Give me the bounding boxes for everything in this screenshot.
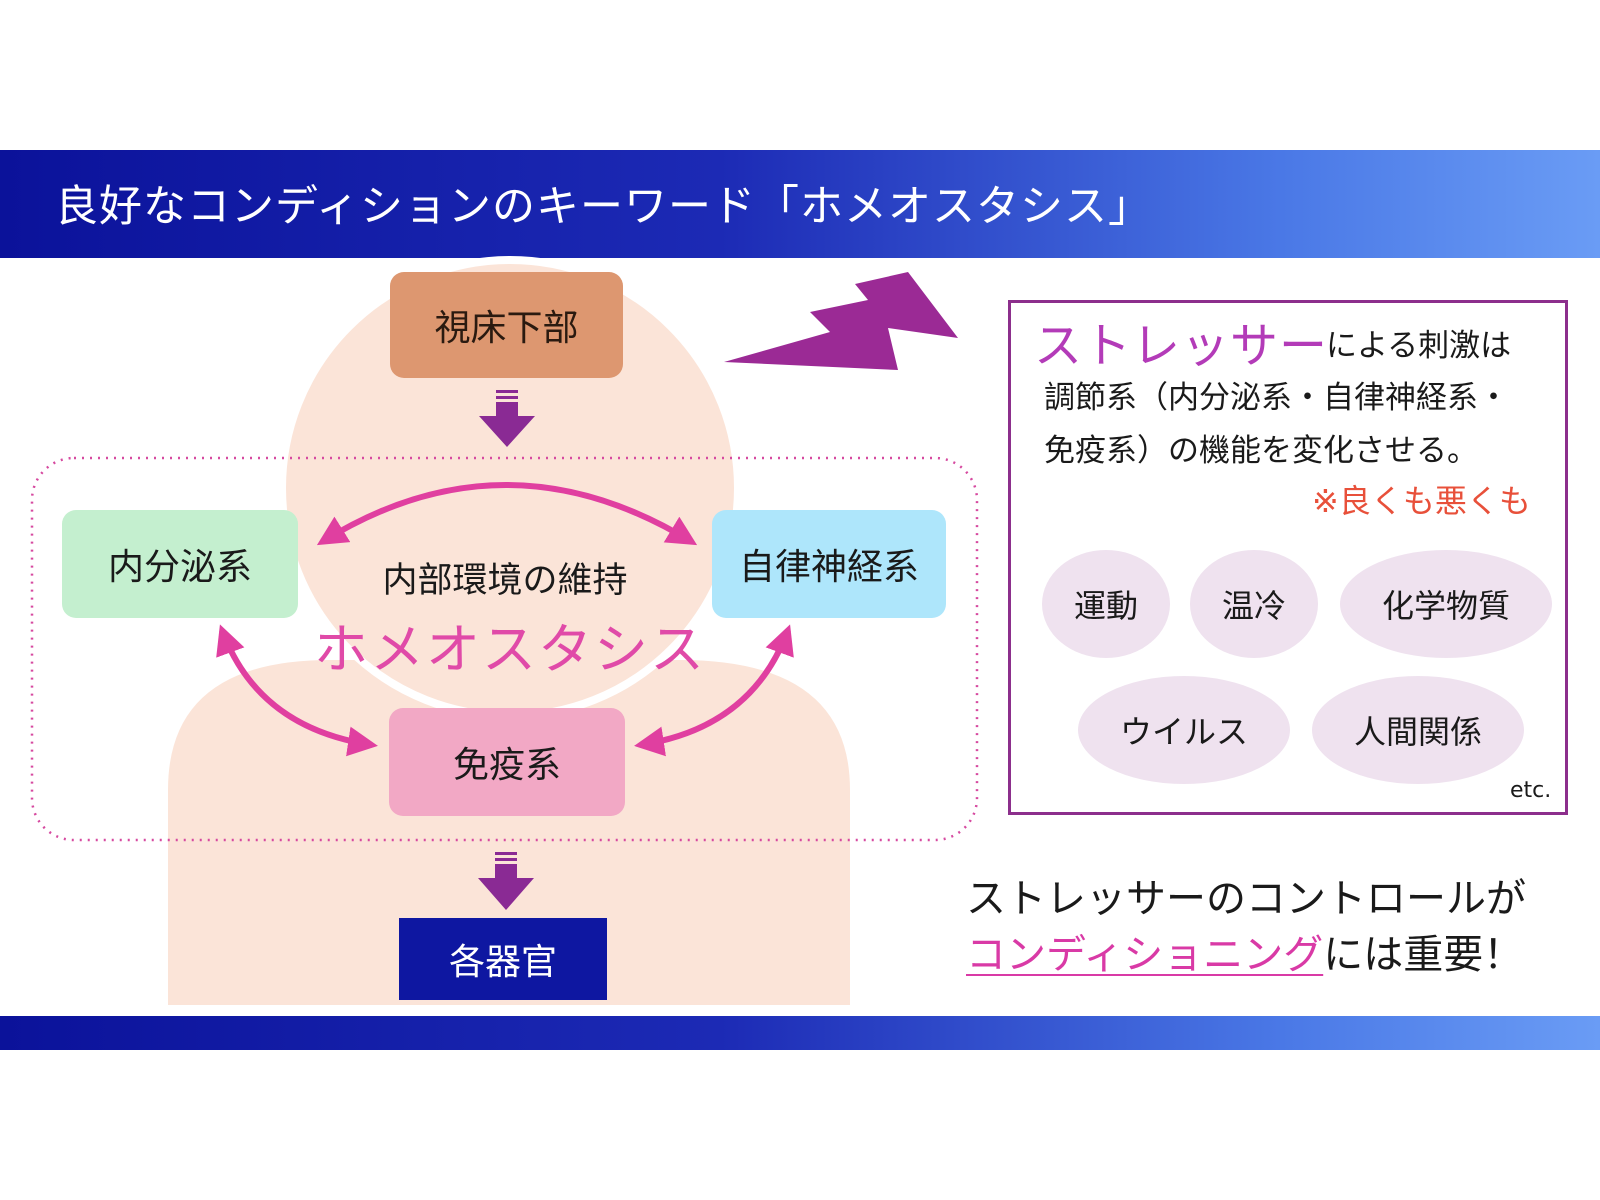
organs-box: 各器官	[399, 918, 607, 1000]
down-arrow-bottom	[478, 852, 534, 910]
down-arrow-top	[479, 390, 535, 447]
homeostasis-label: ホメオスタシス	[314, 618, 706, 681]
hypothalamus-box: 視床下部	[390, 272, 623, 378]
page-title: 良好なコンディションのキーワード「ホメオスタシス」	[55, 182, 1152, 232]
homeostasis-boundary	[30, 456, 979, 842]
bottom-line-1: ストレッサーのコントロールが	[966, 876, 1526, 922]
panel-line-2: 調節系（内分泌系・自律神経系・	[1044, 380, 1509, 416]
stressor-oval: 運動	[1042, 550, 1170, 658]
footer-bar	[0, 1016, 1600, 1050]
header-bar: 良好なコンディションのキーワード「ホメオスタシス」	[0, 150, 1600, 258]
stressor-oval: ウイルス	[1078, 676, 1290, 784]
endocrine-box: 内分泌系	[62, 510, 298, 618]
conditioning-highlight: コンディショニング	[966, 932, 1324, 978]
stressor-panel	[1008, 300, 1568, 815]
internal-environment-label: 内部環境の維持	[382, 561, 628, 601]
lightning-bolt-icon	[724, 272, 958, 370]
arc-arrow-right	[634, 624, 794, 757]
panel-line-3: 免疫系）の機能を変化させる。	[1044, 433, 1478, 469]
arc-arrow-left	[216, 624, 378, 757]
immune-box: 免疫系	[389, 708, 625, 816]
etc-label: etc.	[1510, 778, 1552, 803]
stressor-oval: 化学物質	[1340, 550, 1552, 658]
bottom-line-2-rest: には重要！	[1323, 932, 1524, 978]
stressor-heading: ストレッサー	[1034, 318, 1329, 374]
panel-note: ※良くも悪くも	[1312, 482, 1531, 520]
bottom-line-2: コンディショニングには重要！	[966, 922, 1523, 980]
stressor-oval: 温冷	[1190, 550, 1318, 658]
stressor-oval: 人間関係	[1312, 676, 1524, 784]
autonomic-box: 自律神経系	[712, 510, 946, 618]
panel-line-1: による刺激は	[1326, 328, 1512, 364]
arc-arrow-top	[316, 482, 698, 546]
